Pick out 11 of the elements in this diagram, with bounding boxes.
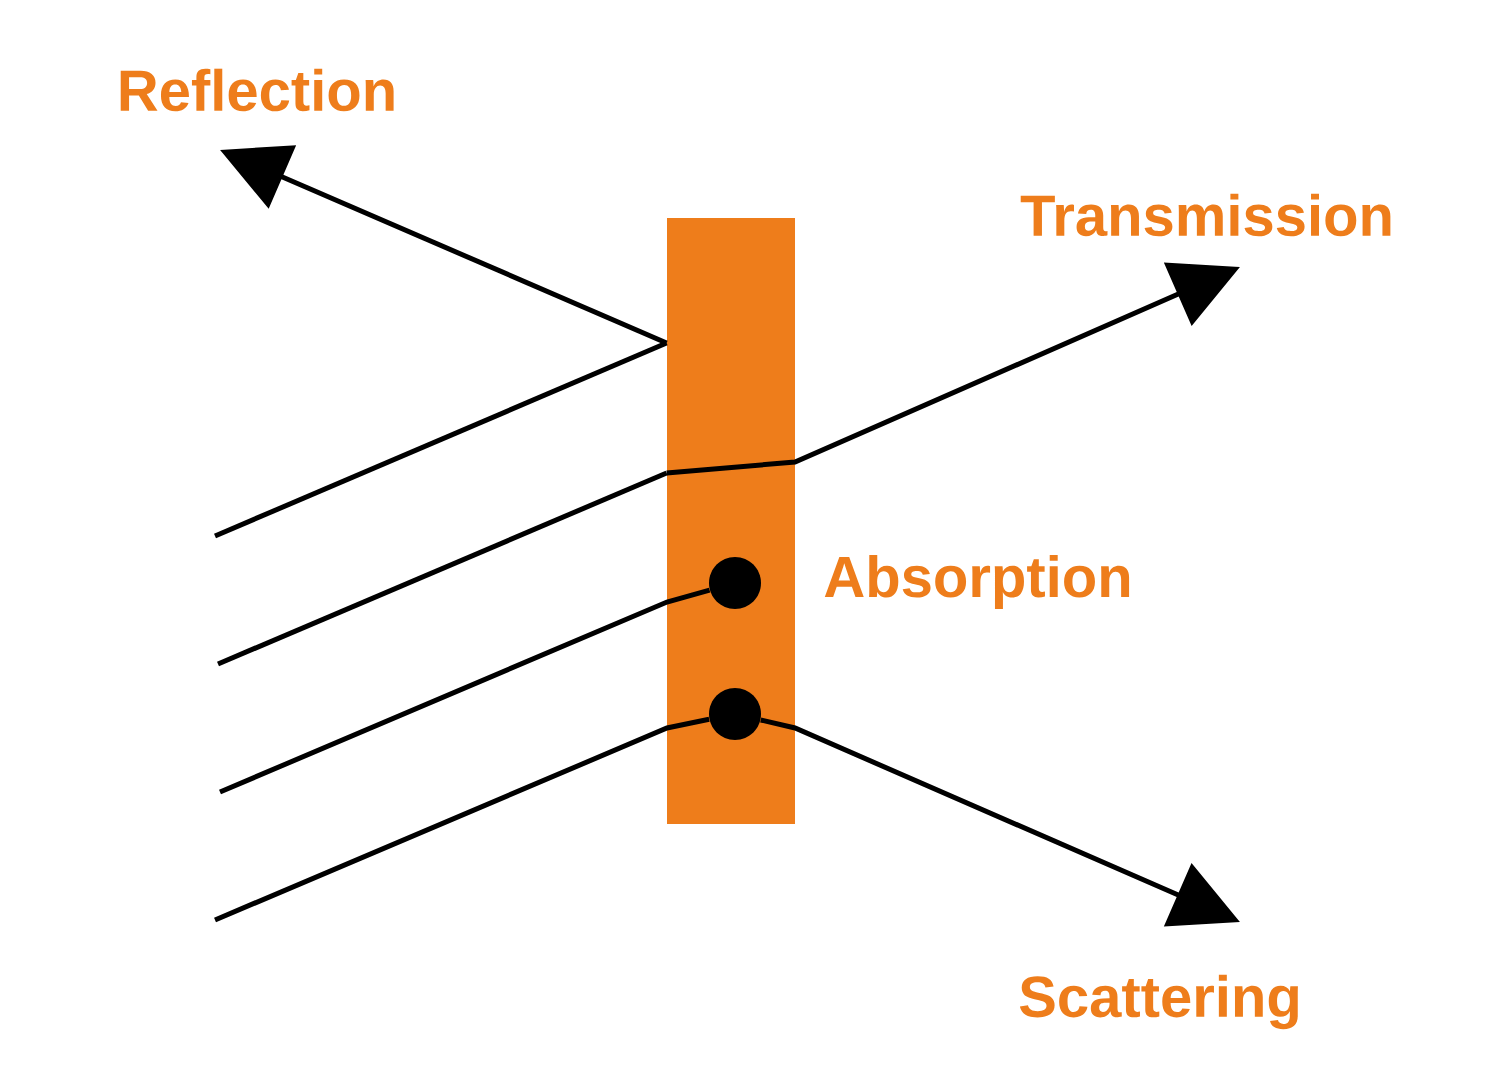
- light-ray: [214, 340, 668, 539]
- dot: [709, 557, 761, 609]
- effect-label: Transmission: [1020, 193, 1391, 237]
- effect-label: Reflection: [120, 68, 394, 112]
- dot: [709, 688, 761, 740]
- effect-label: Scattering: [1019, 974, 1298, 1030]
- slab: [667, 218, 795, 824]
- light-ray: [219, 587, 711, 795]
- light-ray: [214, 716, 710, 923]
- effect-label: Absorption: [824, 554, 1130, 610]
- light-ray: [217, 470, 668, 667]
